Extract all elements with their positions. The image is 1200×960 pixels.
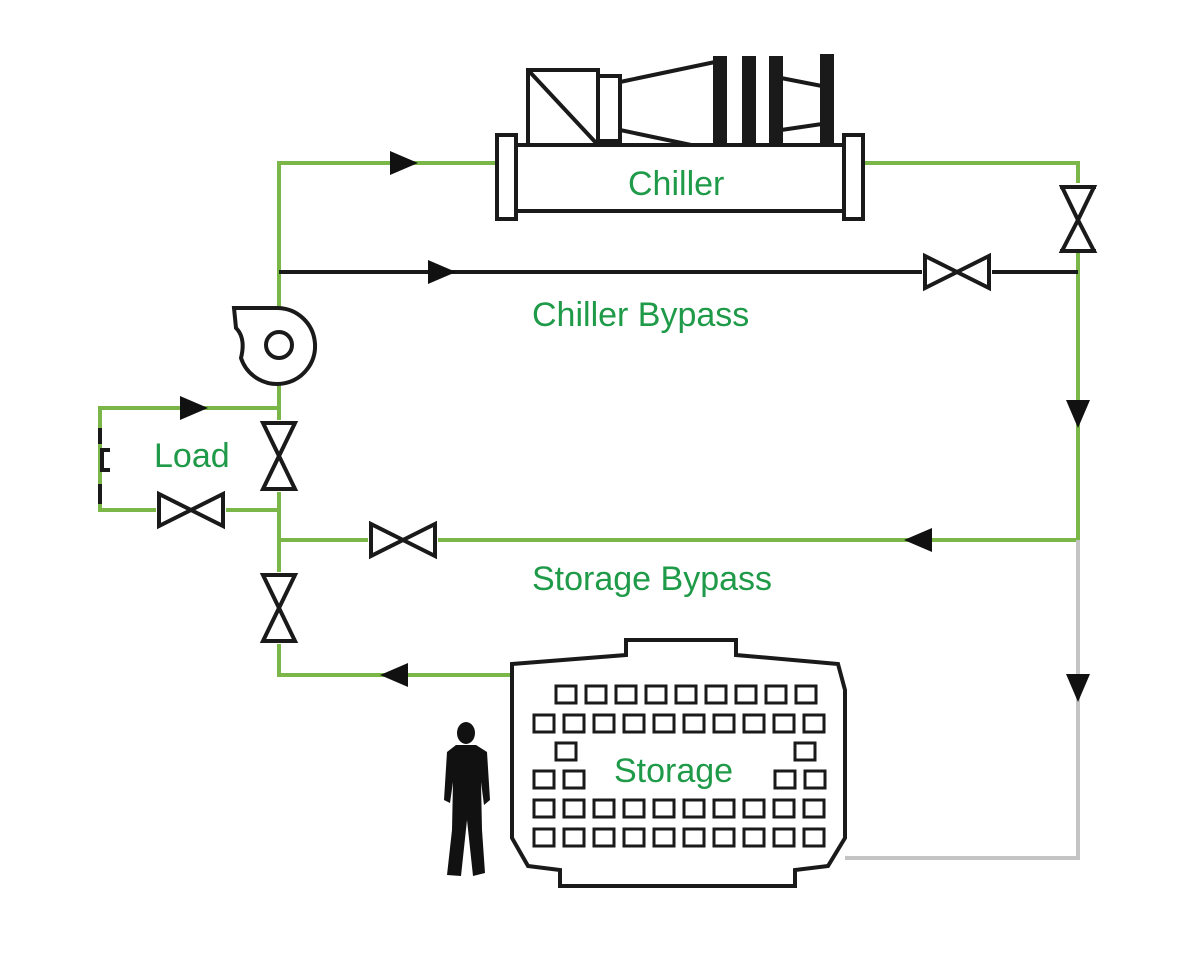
ice-block-grid [532, 684, 827, 848]
ice-block [652, 713, 676, 734]
chiller-supply-pipe [277, 161, 500, 410]
ice-block [622, 713, 646, 734]
ice-block [532, 798, 556, 819]
storage-isolation-valve[interactable] [259, 572, 299, 644]
ice-block [622, 798, 646, 819]
ice-block [793, 741, 817, 762]
flow-arrows [180, 151, 1090, 702]
ice-block [622, 827, 646, 848]
ice-block [682, 827, 706, 848]
ice-block [802, 798, 826, 819]
ice-block [562, 713, 586, 734]
pump-icon[interactable] [231, 306, 318, 386]
ice-block [742, 798, 766, 819]
ice-block [772, 827, 796, 848]
ice-block [712, 798, 736, 819]
load-coil-icon [98, 428, 110, 504]
ice-block [614, 684, 638, 705]
flow-arrow-icon [390, 151, 418, 175]
storage-inlet-pipe [845, 540, 1080, 860]
flow-arrow-icon [1066, 400, 1090, 428]
ice-block [562, 798, 586, 819]
ice-block [803, 769, 827, 790]
ice-block [584, 684, 608, 705]
ice-block [682, 798, 706, 819]
ice-block [562, 769, 586, 790]
load-control-valve[interactable] [156, 490, 226, 530]
ice-block [532, 769, 556, 790]
storage-bypass-label: Storage Bypass [532, 560, 772, 598]
chiller-bypass-valve[interactable] [922, 252, 992, 292]
labels: Chiller Chiller Bypass Load Storage Bypa… [154, 165, 772, 790]
ice-block [652, 798, 676, 819]
ice-block [772, 713, 796, 734]
ice-block [592, 827, 616, 848]
ice-block [794, 684, 818, 705]
valves [156, 183, 1098, 644]
ice-block [532, 827, 556, 848]
chiller-isolation-valve[interactable] [1058, 183, 1098, 253]
load-bypass-valve[interactable] [259, 420, 299, 492]
ice-block [652, 827, 676, 848]
ice-block [532, 713, 556, 734]
ice-block [682, 713, 706, 734]
ice-block [742, 827, 766, 848]
storage-bypass-valve[interactable] [368, 520, 438, 560]
ice-block [644, 684, 668, 705]
load-label: Load [154, 437, 230, 475]
flow-arrow-icon [1066, 674, 1090, 702]
ice-block [802, 827, 826, 848]
ice-block [554, 741, 578, 762]
person-silhouette-icon [444, 722, 490, 876]
ice-block [554, 684, 578, 705]
ice-block [712, 713, 736, 734]
chiller-return-pipe [279, 161, 1080, 542]
flow-arrow-icon [904, 528, 932, 552]
ice-block [802, 713, 826, 734]
ice-block [592, 713, 616, 734]
ice-block [712, 827, 736, 848]
ice-block [772, 798, 796, 819]
storage-label: Storage [614, 752, 733, 790]
ice-block [704, 684, 728, 705]
ice-block [674, 684, 698, 705]
chiller-icon [495, 54, 865, 221]
flow-arrow-icon [180, 396, 208, 420]
ice-block [773, 769, 797, 790]
chiller-bypass-label: Chiller Bypass [532, 296, 749, 334]
chiller-label: Chiller [628, 165, 724, 203]
flow-arrow-icon [428, 260, 456, 284]
ice-block [734, 684, 758, 705]
flow-arrow-icon [380, 663, 408, 687]
ice-block [592, 798, 616, 819]
ice-block [764, 684, 788, 705]
ice-block [562, 827, 586, 848]
ice-block [742, 713, 766, 734]
